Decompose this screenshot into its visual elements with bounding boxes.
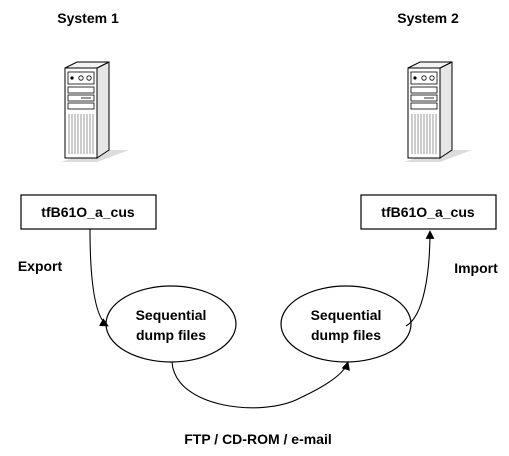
dump-node-right [280,285,412,363]
system-1-table-label: tfB61O_a_cus [41,204,135,220]
server-2-icon [403,61,473,163]
transfer-arrow [171,361,350,409]
export-label: Export [18,258,63,274]
dump-node-left-line2: dump files [136,327,206,343]
system-2-table-box [360,194,497,230]
export-arrow [89,228,109,327]
dump-node-right-line1: Sequential [311,307,382,323]
system-2-title: System 2 [397,10,459,26]
import-label: Import [454,260,498,276]
dump-node-right-line2: dump files [311,327,381,343]
system-1-title: System 1 [57,10,119,26]
dump-node-left-line1: Sequential [136,307,207,323]
system-1-table-box [20,194,157,230]
system-2-table-label: tfB61O_a_cus [381,204,475,220]
import-arrow [405,230,435,327]
dump-node-left [105,285,237,363]
server-1-icon [60,61,130,163]
transfer-label: FTP / CD-ROM / e-mail [184,431,332,447]
